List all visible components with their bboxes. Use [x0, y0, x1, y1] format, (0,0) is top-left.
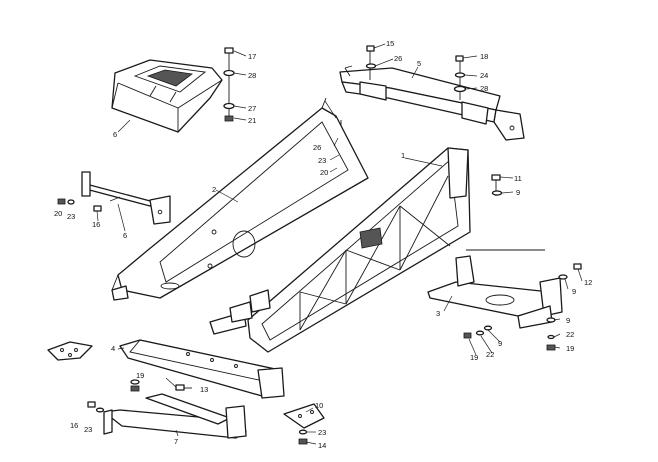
callout-28-cover: 28: [248, 71, 256, 80]
callout-9-rear-upper: 9: [572, 287, 576, 296]
callout-6-cover: 6: [113, 130, 117, 139]
callout-19-right: 19: [566, 344, 574, 353]
callout-9-frame: 9: [516, 188, 520, 197]
callout-21: 21: [248, 116, 256, 125]
callout-10: 10: [315, 401, 323, 410]
fastener-stack-crossbar: [57, 198, 102, 212]
callout-28-rail: 28: [480, 84, 488, 93]
fastener-stack-cover: [223, 47, 235, 122]
part-mount-plate: [47, 341, 93, 361]
callout-17: 17: [248, 52, 256, 61]
part-small-plate: [283, 403, 325, 445]
callout-9-rear-right: 9: [566, 316, 570, 325]
fastener-stack-frame: [491, 174, 503, 196]
callout-27: 27: [248, 104, 256, 113]
fastener-stack-rail: [365, 45, 467, 100]
callout-labels: 1 2 3 4 5 6 6 7 9 9 9 9 10 11 12 13 14 1…: [54, 39, 592, 450]
callout-6-crossbar: 6: [123, 231, 127, 240]
callout-23-plate: 23: [318, 428, 326, 437]
callout-7: 7: [174, 437, 178, 446]
callout-3: 3: [436, 309, 440, 318]
callout-14: 14: [318, 441, 326, 450]
callout-19-lower: 19: [136, 371, 144, 380]
part-rail-bracket: [339, 65, 525, 141]
part-main-frame: [209, 147, 471, 353]
callout-9-rear-lower: 9: [498, 339, 502, 348]
callout-24: 24: [480, 71, 488, 80]
fastener-stack-lower: [130, 379, 192, 392]
callout-23-center: 23: [318, 156, 326, 165]
callout-15: 15: [386, 39, 394, 48]
callout-19-rear: 19: [470, 353, 478, 362]
callout-5: 5: [417, 59, 421, 68]
callout-26-rail: 26: [394, 54, 402, 63]
callout-12: 12: [584, 278, 592, 287]
part-side-plate: [111, 97, 369, 301]
callout-16-crossbar: 16: [92, 220, 100, 229]
part-rear-bracket: [427, 249, 563, 329]
callout-11: 11: [514, 174, 522, 183]
callout-1: 1: [401, 151, 405, 160]
callout-23-crossbar: 23: [67, 212, 75, 221]
callout-13: 13: [200, 385, 208, 394]
part-cross-bar: [81, 171, 171, 225]
callout-20-crossbar: 20: [54, 209, 62, 218]
leader-lines: [96, 43, 583, 445]
callout-22-right: 22: [566, 330, 574, 339]
callout-20-center: 20: [320, 168, 328, 177]
callout-18: 18: [480, 52, 488, 61]
callout-4: 4: [111, 344, 115, 353]
callout-2: 2: [212, 185, 216, 194]
callout-22-rear: 22: [486, 350, 494, 359]
part-lower-member: [119, 339, 285, 399]
callout-16-aframe: 16: [70, 421, 78, 430]
callout-23-aframe: 23: [84, 425, 92, 434]
part-lower-a-frame: [103, 393, 247, 439]
fastener-stack-aframe: [87, 401, 105, 413]
part-cover-box: [111, 59, 223, 133]
callout-26-center: 26: [313, 143, 321, 152]
